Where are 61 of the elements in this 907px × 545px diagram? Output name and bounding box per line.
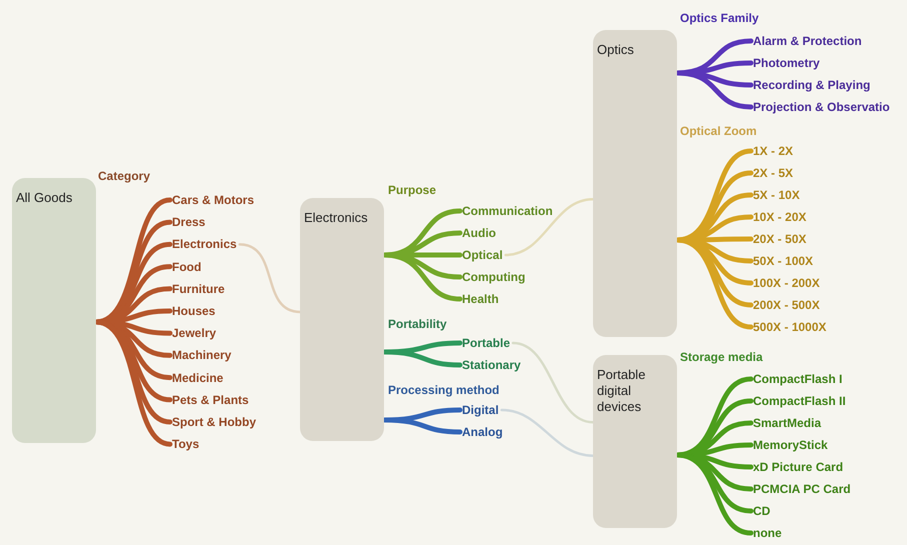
panel-title: Electronics bbox=[304, 210, 369, 226]
facet-heading: Category bbox=[98, 169, 150, 183]
category-panel bbox=[300, 198, 384, 441]
facet-heading: Purpose bbox=[388, 183, 436, 197]
branch-item: Communication bbox=[462, 204, 553, 218]
link-line bbox=[500, 408, 594, 457]
link-line bbox=[238, 243, 302, 314]
facet-heading: Storage media bbox=[680, 350, 763, 364]
branch-item: PCMCIA PC Card bbox=[753, 482, 851, 496]
branch-item: Alarm & Protection bbox=[753, 34, 862, 48]
branch-item: CompactFlash I bbox=[753, 372, 842, 386]
branch-item: 5X - 10X bbox=[753, 188, 800, 202]
branch-item: Toys bbox=[172, 437, 200, 452]
facet-heading: Processing method bbox=[388, 383, 500, 397]
branch-item: Stationary bbox=[462, 358, 521, 372]
branch-item: Dress bbox=[172, 215, 206, 230]
branch-item: Analog bbox=[462, 425, 503, 439]
category-panel bbox=[12, 178, 96, 443]
category-panel bbox=[593, 355, 677, 528]
branch-item: Houses bbox=[172, 304, 216, 318]
branch-item: Projection & Observatio bbox=[753, 100, 890, 114]
branch-item: 200X - 500X bbox=[753, 298, 820, 312]
link-line bbox=[504, 198, 594, 256]
panel-title: Optics bbox=[597, 42, 635, 58]
facet-heading: Optics Family bbox=[680, 11, 759, 25]
branch-item: Optical bbox=[462, 248, 503, 262]
branch-item: CompactFlash II bbox=[753, 394, 846, 408]
branch-item: SmartMedia bbox=[753, 416, 822, 430]
branch-item: Jewelry bbox=[172, 326, 216, 340]
branch-item: Health bbox=[462, 292, 499, 306]
branch-item: Portable bbox=[462, 336, 510, 350]
branch-item: 500X - 1000X bbox=[753, 320, 826, 334]
branch-item: Machinery bbox=[172, 348, 232, 362]
branch-item: Photometry bbox=[753, 56, 820, 70]
branch-item: MemoryStick bbox=[753, 438, 828, 452]
branch-item: 1X - 2X bbox=[753, 144, 794, 158]
facet-heading: Optical Zoom bbox=[680, 124, 757, 138]
facet-heading: Portability bbox=[388, 317, 447, 331]
branch-item: Audio bbox=[462, 226, 496, 240]
link-line bbox=[512, 342, 594, 424]
branch-item: Electronics bbox=[172, 237, 237, 252]
branch-item: 2X - 5X bbox=[753, 166, 794, 180]
branch-item: Recording & Playing bbox=[753, 78, 870, 92]
branch-item: 10X - 20X bbox=[753, 210, 806, 224]
branch-item: 100X - 200X bbox=[753, 276, 820, 290]
branch-item: Medicine bbox=[172, 370, 224, 385]
branch-item: Food bbox=[172, 260, 202, 274]
branch-item: Furniture bbox=[172, 282, 225, 296]
branch-item: 20X - 50X bbox=[753, 232, 806, 246]
branch-item: none bbox=[753, 526, 782, 540]
branch-item: Pets & Plants bbox=[172, 392, 249, 407]
category-panel bbox=[593, 30, 677, 337]
branch-item: xD Picture Card bbox=[753, 460, 844, 474]
panel-title: All Goods bbox=[16, 190, 74, 206]
branch-item: Sport & Hobby bbox=[172, 415, 256, 429]
branch-item: CD bbox=[753, 504, 770, 518]
branch-item: Digital bbox=[462, 403, 499, 417]
branch-item: Computing bbox=[462, 270, 526, 284]
branch-item: Cars & Motors bbox=[172, 193, 254, 207]
branch-item: 50X - 100X bbox=[753, 254, 814, 268]
panel-title: Portable digital devices bbox=[597, 367, 646, 415]
